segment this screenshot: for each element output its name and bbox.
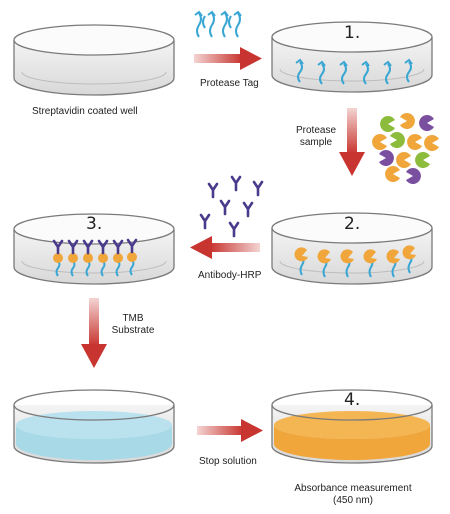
tmb-substrate-label: TMB Substrate	[108, 313, 158, 337]
dish-streptavidin-well	[13, 24, 175, 96]
arrow-add-antibody-hrp	[190, 236, 260, 259]
antibody-complexes	[52, 238, 138, 277]
step-3-number: 3.	[86, 214, 103, 234]
protease-tag-label: Protease Tag	[200, 78, 259, 89]
bound-proteases	[294, 245, 416, 278]
protease-sample-label: Protease sample	[293, 125, 339, 149]
protease-molecules	[372, 113, 439, 184]
absorbance-line2: (450 nm)	[332, 495, 373, 506]
protease-sample-line2: sample	[299, 137, 333, 148]
step-1-number: 1.	[344, 23, 361, 43]
antibody-hrp-label: Antibody-HRP	[198, 270, 262, 281]
dish-step-4	[271, 389, 433, 464]
arrow-add-protease-sample	[339, 108, 365, 176]
absorbance-label: Absorbance measurement (450 nm)	[288, 483, 418, 507]
absorbance-line1: Absorbance measurement	[294, 483, 412, 494]
protease-tags-bound	[295, 58, 413, 85]
step-4-number: 4.	[344, 390, 361, 410]
tmb-line2: Substrate	[111, 325, 155, 336]
protease-sample-line1: Protease	[295, 125, 337, 136]
arrow-add-protease-tag	[194, 47, 262, 70]
well-caption: Streptavidin coated well	[32, 106, 138, 117]
dish-step-1	[271, 21, 433, 93]
dish-tmb-substrate	[13, 389, 175, 464]
arrow-add-tmb-substrate	[81, 298, 107, 368]
arrow-add-stop-solution	[197, 419, 263, 442]
protease-tags-free	[194, 10, 242, 38]
antibody-hrp-molecules	[199, 175, 264, 238]
stop-solution-label: Stop solution	[199, 456, 257, 467]
step-2-number: 2.	[344, 214, 361, 234]
tmb-line1: TMB	[122, 313, 144, 324]
